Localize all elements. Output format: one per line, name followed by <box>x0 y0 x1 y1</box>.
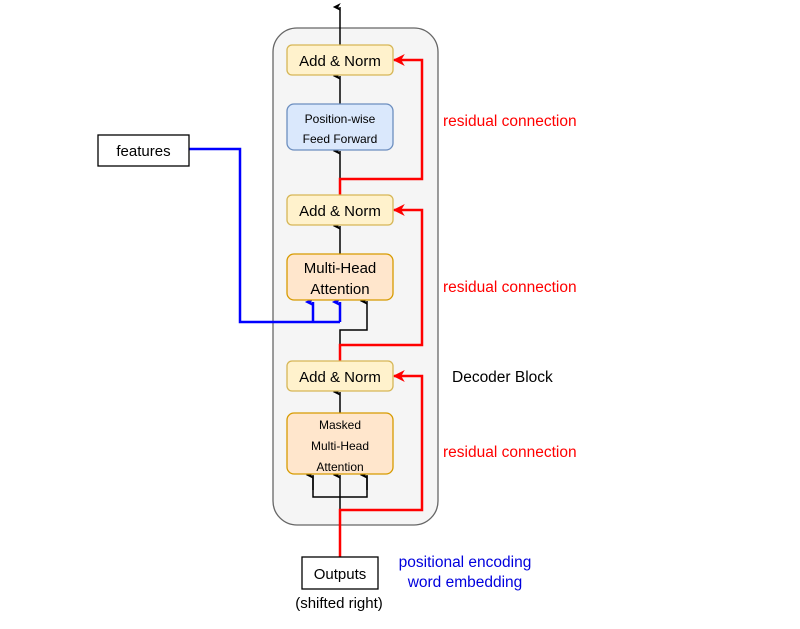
multi-head-attention-box <box>286 253 394 301</box>
outputs-box <box>301 556 379 590</box>
add-norm-mid-label: Add & Norm <box>299 203 381 220</box>
mha-label-line2: Attention <box>310 281 369 298</box>
add-norm-mid-box <box>286 194 394 226</box>
add-norm-bottom-box <box>286 360 394 392</box>
residual-path-mid <box>338 204 424 361</box>
decoder-block-label: Decoder Block <box>452 369 553 386</box>
feed-forward-label-line2: Feed Forward <box>303 132 378 146</box>
encoding-label-line2: word embedding <box>407 574 523 591</box>
features-box <box>97 134 190 167</box>
residual-label-1: residual connection <box>443 113 577 130</box>
masked-mha-box <box>286 412 394 475</box>
residual-label-3: residual connection <box>443 444 577 461</box>
residual-label-2: residual connection <box>443 279 577 296</box>
feed-forward-label-line1: Position-wise <box>305 112 376 126</box>
mha-label-line1: Multi-Head <box>304 260 377 277</box>
outputs-note: (shifted right) <box>295 595 383 612</box>
residual-path-top <box>338 54 424 195</box>
encoding-label-line1: positional encoding <box>399 554 532 571</box>
feed-forward-box <box>286 103 394 151</box>
add-norm-top-box <box>286 44 394 76</box>
add-norm-top-label: Add & Norm <box>299 53 381 70</box>
features-path <box>189 147 340 324</box>
features-label: features <box>116 143 170 160</box>
masked-mha-label-line3: Attention <box>316 460 363 474</box>
masked-mha-label-line2: Multi-Head <box>311 439 369 453</box>
residual-path-bottom <box>338 370 424 557</box>
outputs-label: Outputs <box>314 566 367 583</box>
add-norm-bottom-label: Add & Norm <box>299 369 381 386</box>
masked-mha-label-line1: Masked <box>319 418 361 432</box>
